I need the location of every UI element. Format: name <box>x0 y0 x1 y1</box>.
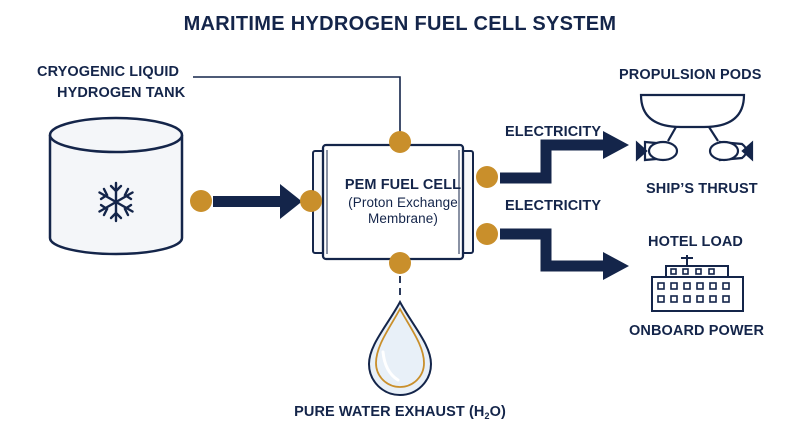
water-exhaust-suffix: O) <box>489 404 506 420</box>
water-exhaust-prefix: PURE WATER EXHAUST (H <box>294 404 485 420</box>
diagram-title: MARITIME HYDROGEN FUEL CELL SYSTEM <box>183 13 617 35</box>
tank-label-line2: HYDROGEN TANK <box>57 85 186 101</box>
snowflake-icon <box>98 181 134 223</box>
water-exhaust-subscript: 2 <box>484 411 490 421</box>
tank-output-node <box>190 190 212 212</box>
electricity-label-bottom: ELECTRICITY <box>505 198 602 214</box>
hydrogen-flow-arrow <box>213 184 302 219</box>
hotel-building-icon <box>651 255 744 312</box>
fuel-cell-input-node <box>300 190 322 212</box>
fuel-cell-bottom-node <box>389 252 411 274</box>
hotel-load-title: HOTEL LOAD <box>648 234 743 250</box>
fuel-cell-output-node-bottom <box>476 223 498 245</box>
fuel-cell-title: PEM FUEL CELL <box>344 177 462 193</box>
ships-thrust-caption: SHIP’S THRUST <box>646 181 758 197</box>
fuel-cell-subtitle-line1: (Proton Exchange <box>348 195 458 210</box>
electricity-arrow-hotel <box>500 228 629 280</box>
fuel-cell-subtitle-line2: Membrane) <box>368 211 438 226</box>
tank-label-line1: CRYOGENIC LIQUID <box>37 64 180 80</box>
tank-label-connector <box>193 76 401 133</box>
water-exhaust-label: PURE WATER EXHAUST (H2O) <box>0 404 800 421</box>
onboard-power-caption: ONBOARD POWER <box>629 323 765 339</box>
propulsion-pods-title: PROPULSION PODS <box>619 67 762 83</box>
electricity-arrow-propulsion <box>500 131 629 184</box>
fuel-cell-label: PEM FUEL CELL (Proton Exchange Membrane) <box>323 177 483 226</box>
fuel-cell-output-node-top <box>476 166 498 188</box>
water-droplet-icon <box>367 299 433 396</box>
propulsion-pods-icon <box>635 93 754 162</box>
fuel-cell-top-node <box>389 131 411 153</box>
electricity-label-top: ELECTRICITY <box>505 124 602 140</box>
